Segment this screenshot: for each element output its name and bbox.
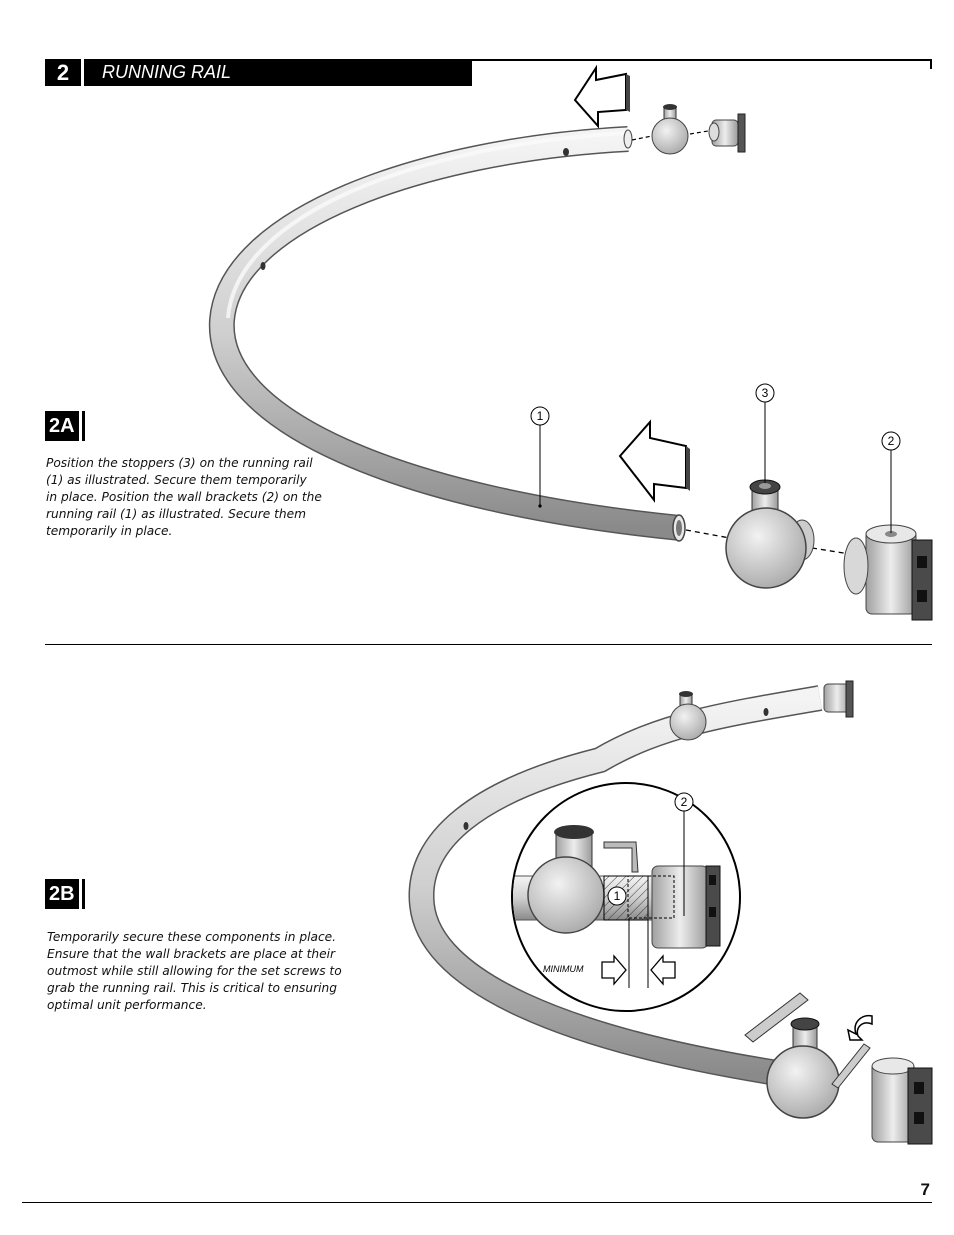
- section-2a-badge: 2A: [45, 411, 85, 441]
- instruction-line: optimal unit performance.: [47, 998, 207, 1012]
- wall-bracket-2a: [843, 524, 933, 621]
- section-2b-badge-label: 2B: [45, 879, 79, 909]
- badge-divider: [81, 411, 85, 441]
- callout-3-2a: [755, 383, 775, 483]
- running-rail-2a: [208, 126, 686, 542]
- instruction-line: in place. Position the wall brackets (2)…: [46, 490, 322, 504]
- instruction-line: outmost while still allowing for the set…: [47, 964, 342, 978]
- instruction-line: Temporarily secure these components in p…: [47, 930, 337, 944]
- header-rule: [472, 59, 932, 61]
- instruction-line: running rail (1) as illustrated. Secure …: [46, 507, 307, 521]
- callout-1-2b: [607, 886, 627, 906]
- callout-2-label: 2: [888, 434, 895, 448]
- instruction-line: (1) as illustrated. Secure them temporar…: [46, 473, 307, 487]
- section-2a-badge-label: 2A: [45, 411, 79, 441]
- wall-bracket-top-2b: [823, 680, 854, 718]
- instruction-line: grab the running rail. This is critical …: [47, 981, 337, 995]
- stopper-top-2a: [631, 104, 709, 155]
- page-number: 7: [920, 1180, 930, 1199]
- wall-bracket-2b: [831, 1043, 933, 1145]
- instruction-line: temporarily in place.: [46, 524, 173, 538]
- callout-1-label: 1: [537, 409, 544, 423]
- footer-rule: [22, 1202, 932, 1203]
- callout-2b-label: 2: [681, 795, 688, 809]
- callout-2-2a: [881, 431, 901, 533]
- direction-arrow-top: [573, 64, 630, 129]
- direction-arrow-bottom: [618, 419, 690, 503]
- callout-1-2a: [530, 406, 550, 508]
- badge-divider: [81, 879, 85, 909]
- callout-1b-label: 1: [614, 889, 621, 903]
- stopper-2b: [744, 992, 840, 1119]
- instruction-line: Ensure that the wall brackets are place …: [47, 947, 335, 961]
- section-2b-instructions: Temporarily secure these components in p…: [47, 929, 347, 1014]
- stopper-2a: [725, 479, 815, 589]
- header-rule-end: [930, 59, 932, 69]
- stopper-top-2b: [669, 691, 707, 741]
- step-title: RUNNING RAIL: [84, 59, 472, 86]
- callout-3-label: 3: [762, 386, 769, 400]
- rotate-arrow-icon: [846, 1014, 873, 1041]
- section-2b-badge: 2B: [45, 879, 85, 909]
- callout-2-2b: [674, 792, 694, 916]
- section-divider: [45, 644, 932, 645]
- minimum-label: MINIMUM: [543, 964, 584, 974]
- wall-bracket-top-2a: [708, 113, 746, 153]
- section-2a-instructions: Position the stoppers (3) on the running…: [46, 455, 326, 540]
- instruction-line: Position the stoppers (3) on the running…: [46, 456, 313, 470]
- step-number: 2: [45, 59, 81, 86]
